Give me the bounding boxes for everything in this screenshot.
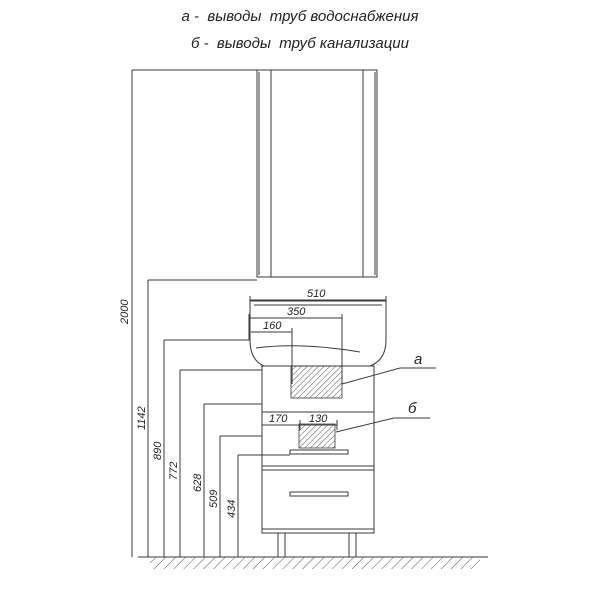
callout-a: а — [414, 351, 422, 368]
dim-supply-offset: 160 — [263, 320, 282, 332]
width-dimensions — [248, 296, 387, 430]
dim-height-supply: 772 — [168, 462, 180, 480]
wash-basin — [249, 300, 387, 367]
dim-drain-offset: 170 — [269, 413, 288, 425]
water-supply-zone — [290, 365, 343, 399]
dim-height-shelf: 628 — [192, 473, 204, 492]
dim-width-sink-zone: 350 — [287, 306, 306, 318]
dim-drain-zone: 130 — [309, 413, 328, 425]
dim-height-mirror-top: 2000 — [119, 299, 131, 325]
dim-height-basin-top: 890 — [152, 441, 164, 460]
callout-b: б — [408, 400, 417, 417]
shelf-handle — [289, 449, 349, 455]
dim-height-mirror-bottom: 1142 — [136, 406, 148, 430]
mirror-cabinet — [256, 69, 378, 278]
vanity-legs — [277, 532, 357, 558]
callout-leaders — [335, 367, 436, 433]
sewage-zone — [298, 423, 336, 449]
floor-hatch — [150, 557, 480, 569]
dim-height-drain: 509 — [208, 490, 220, 508]
legend-water-supply: а - выводы труб водоснабжения — [181, 8, 419, 25]
legend-sewage: б - выводы труб канализации — [191, 35, 409, 52]
dim-height-drawer: 434 — [226, 500, 238, 518]
dim-width-total: 510 — [307, 288, 326, 300]
height-dimensions — [131, 69, 290, 557]
